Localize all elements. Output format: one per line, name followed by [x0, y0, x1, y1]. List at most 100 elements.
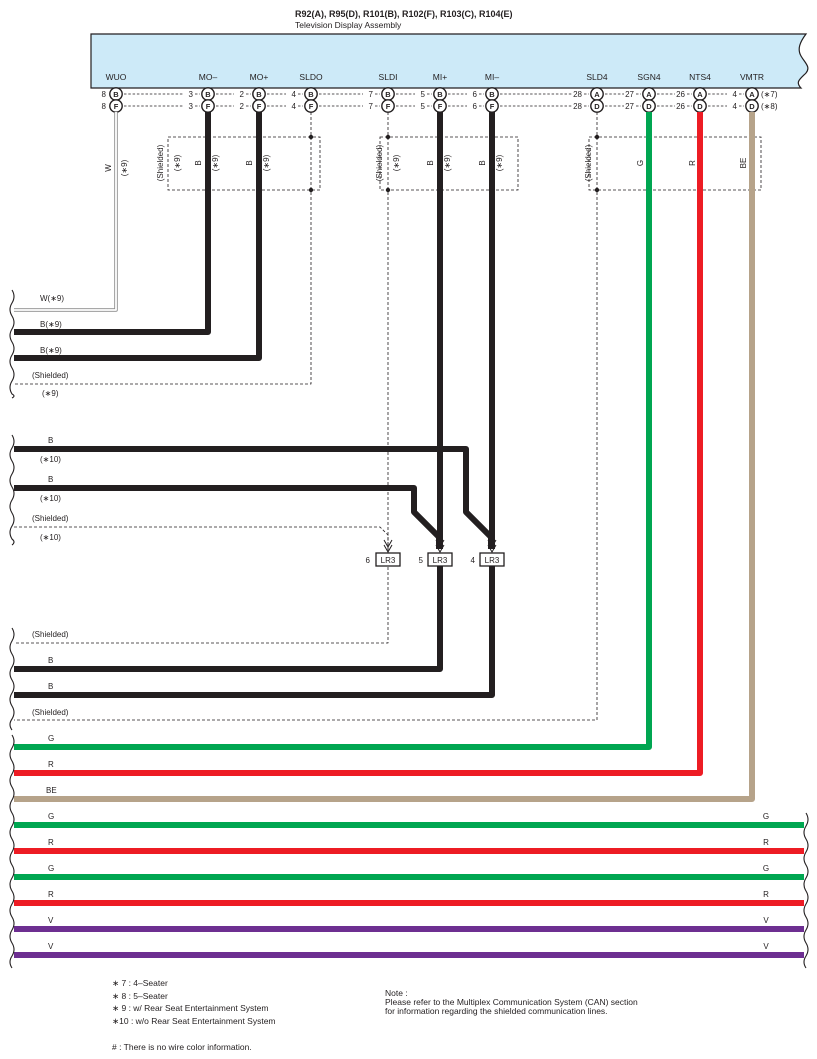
hlabel: W(∗9) — [40, 294, 64, 303]
hlabel: B — [48, 682, 53, 691]
pin-connector-letter: A — [697, 90, 703, 99]
note-block: Note : Please refer to the Multiplex Com… — [385, 989, 638, 1016]
vlabel-star9: (∗9) — [262, 154, 271, 171]
right-wire-labels: G R G R V V — [763, 812, 769, 951]
pin-number: 3 — [189, 102, 194, 111]
pin-connector-letter: D — [646, 102, 652, 111]
terminal-mo-minus: MO– — [199, 72, 218, 82]
pin-number: 3 — [189, 90, 194, 99]
lr3-pin-number: 5 — [419, 556, 424, 565]
footnote: ∗ 9 : w/ Rear Seat Entertainment System — [112, 1003, 269, 1013]
vlabel-b: B — [478, 160, 487, 165]
note-line-2: for information regarding the shielded c… — [385, 1006, 608, 1016]
pin-number: 4 — [733, 102, 738, 111]
component-name: Television Display Assembly — [295, 20, 402, 30]
wire-shielded-sldi — [14, 112, 389, 644]
hlabel: B(∗9) — [40, 346, 62, 355]
hlabel: V — [48, 916, 54, 925]
pin-number: 8 — [102, 102, 107, 111]
vlabel-star9: (∗9) — [443, 154, 452, 171]
hlabel: B — [48, 656, 53, 665]
pin-connector-letter: F — [490, 102, 495, 111]
pin-connector-letter: B — [385, 90, 391, 99]
footnote: ∗ 8 : 5–Seater — [112, 990, 168, 1001]
terminal-labels: WUO MO– MO+ SLDO SLDI MI+ MI– SLD4 SGN4 … — [106, 72, 764, 82]
footnotes: ∗ 7 : 4–Seater ∗ 8 : 5–Seater ∗ 9 : w/ R… — [112, 977, 276, 1054]
footnote: ∗ 7 : 4–Seater — [112, 978, 168, 988]
shield-box-3 — [588, 136, 762, 191]
wire-black-harness-b2 — [14, 485, 442, 549]
vlabel-shielded: (Shielded) — [375, 144, 384, 181]
pin-connector-letter: D — [697, 102, 703, 111]
shield-box-1 — [167, 136, 321, 191]
lr3-pin-number: 4 — [471, 556, 476, 565]
pin-number: 26 — [676, 102, 685, 111]
hlabel: G — [48, 812, 54, 821]
vlabel-be: BE — [739, 158, 748, 169]
terminal-mi-minus: MI– — [485, 72, 499, 82]
vlabel-b: B — [245, 160, 254, 165]
terminal-sgn4: SGN4 — [637, 72, 660, 82]
wire-shielded-sld4 — [14, 112, 598, 721]
lr3-code: LR3 — [433, 556, 448, 565]
hlabel: (∗9) — [42, 389, 59, 398]
pin-number: 28 — [573, 90, 582, 99]
pin-connector-letter: A — [749, 90, 755, 99]
vlabel-shielded: (Shielded) — [156, 144, 165, 181]
pin-number: 28 — [573, 102, 582, 111]
hash-note: # : There is no wire color information. — [112, 1042, 252, 1052]
pin-connector-letter: D — [594, 102, 600, 111]
pin-connector-letter: F — [114, 102, 119, 111]
junction-lr3: LR3 6 LR3 5 LR3 4 — [366, 539, 505, 567]
terminal-sld4: SLD4 — [586, 72, 608, 82]
rlabel: G — [763, 864, 769, 873]
terminal-sldo: SLDO — [299, 72, 323, 82]
wire-black-lr3-4 — [14, 566, 495, 698]
pin-variant-note: (∗7) — [761, 90, 778, 99]
pin-number: 5 — [421, 90, 426, 99]
pin-number: 5 — [421, 102, 426, 111]
wire-shielded-sldo — [14, 112, 312, 385]
lr3-pin-4: LR3 4 — [471, 539, 505, 567]
wire-beige-vmtr — [14, 112, 755, 802]
pin-variant-note: (∗8) — [761, 102, 778, 111]
hlabel: BE — [46, 786, 57, 795]
hlabel: V — [48, 942, 54, 951]
pin-number: 26 — [676, 90, 685, 99]
pin-connector-letter: D — [749, 102, 755, 111]
pin-number: 4 — [733, 90, 738, 99]
rlabel: R — [763, 890, 769, 899]
pin-connector-letter: B — [113, 90, 119, 99]
lr3-code: LR3 — [381, 556, 396, 565]
vlabel-g: G — [636, 160, 645, 166]
lr3-code: LR3 — [485, 556, 500, 565]
harness-wire-labels: W(∗9) B(∗9) B(∗9) (Shielded) (∗9) B (∗10… — [32, 294, 69, 951]
harness-break-marks — [9, 289, 809, 969]
pin-number: 6 — [473, 102, 478, 111]
terminal-mi-plus: MI+ — [433, 72, 447, 82]
break-mark-left — [9, 627, 15, 731]
pin-connector-letter: F — [257, 102, 262, 111]
hlabel: (Shielded) — [32, 708, 69, 717]
wire-black-lr3-5 — [14, 566, 443, 672]
pin-connector-letter: F — [309, 102, 314, 111]
hlabel: B — [48, 436, 53, 445]
pin-connector-letter: B — [489, 90, 495, 99]
rlabel: G — [763, 812, 769, 821]
pin-number: 2 — [240, 90, 245, 99]
pin-number: 8 — [102, 90, 107, 99]
pin-connector-letter: B — [205, 90, 211, 99]
shield-box-2 — [379, 136, 519, 191]
hlabel: R — [48, 890, 54, 899]
rlabel: V — [763, 916, 769, 925]
vlabel-star9: (∗9) — [120, 159, 129, 176]
pin-number: 4 — [292, 90, 297, 99]
connector-codes: R92(A), R95(D), R101(B), R102(F), R103(C… — [295, 9, 513, 19]
wires — [14, 112, 804, 958]
pin-number: 7 — [369, 90, 374, 99]
wire-green-sgn4 — [14, 112, 652, 750]
vertical-wire-labels: W (∗9) (Shielded) (∗9) B (∗9) B (∗9) (Sh… — [104, 144, 748, 181]
pin-number: 7 — [369, 102, 374, 111]
pin-connector-letter: B — [308, 90, 314, 99]
